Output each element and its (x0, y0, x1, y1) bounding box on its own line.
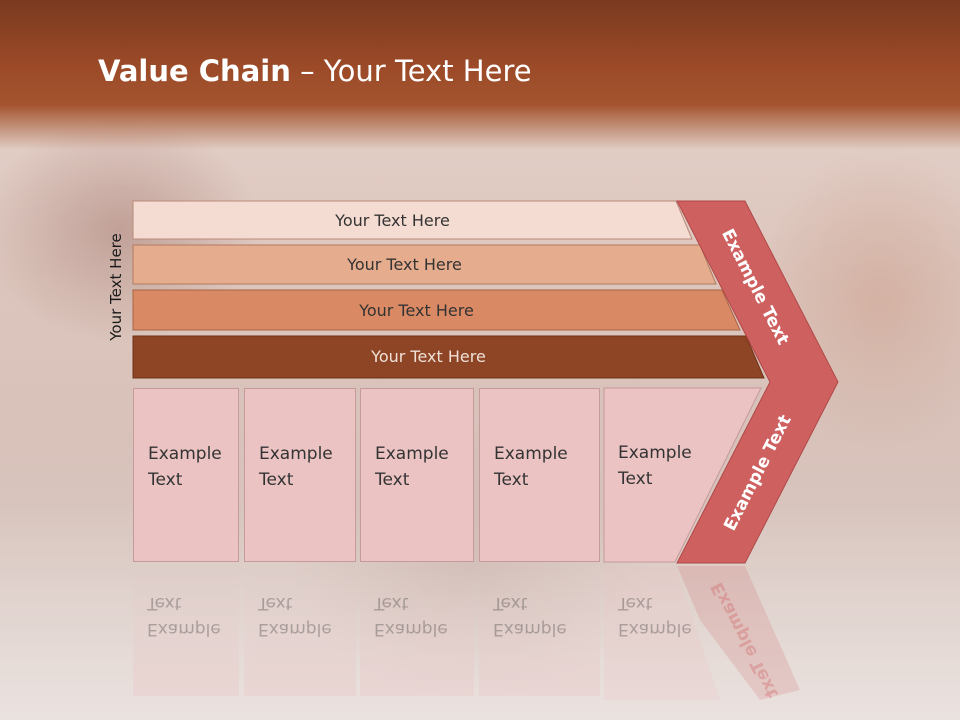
cell-2-line1: Example (259, 444, 333, 464)
title-bold: Value Chain (98, 54, 291, 88)
bar-3-label: Your Text Here (359, 300, 474, 320)
bar-shape-3 (132, 289, 741, 331)
cell-2-reflection: Example Text (244, 566, 356, 696)
cell-3-reflection: Example Text (360, 566, 474, 696)
cell-reflection-5 (604, 566, 720, 700)
bar-2: Your Text Here (133, 245, 716, 283)
bar-2-label: Your Text Here (347, 254, 462, 274)
cell-3-reflection-line2: Text (374, 593, 409, 613)
cell-5-line1: Example (618, 443, 692, 463)
page-title: Value Chain – Your Text Here (98, 54, 532, 88)
cell-3-line2: Text (375, 470, 410, 490)
cell-5-reflection: Example Text (604, 566, 704, 696)
cell-5-reflection-line1: Example (618, 619, 692, 639)
cell-5-line2: Text (618, 469, 653, 489)
cell-2-reflection-line1: Example (258, 619, 332, 639)
bar-1-label: Your Text Here (335, 210, 450, 230)
cell-4-reflection-line2: Text (493, 593, 528, 613)
bar-shape-4 (132, 335, 765, 379)
cell-1-reflection-line1: Example (147, 619, 221, 639)
cell-2-reflection-line2: Text (258, 593, 293, 613)
cell-1-line2: Text (148, 470, 183, 490)
cell-4-line2: Text (494, 470, 529, 490)
header-band (0, 0, 960, 150)
cell-1-reflection: Example Text (133, 566, 239, 696)
bar-shape-2 (132, 244, 717, 285)
bar-4: Your Text Here (133, 337, 764, 375)
cell-4-reflection: Example Text (479, 566, 600, 696)
title-rest: – Your Text Here (290, 54, 532, 88)
cell-3-line1: Example (375, 444, 449, 464)
cell-1-line1: Example (148, 444, 222, 464)
chevron-shape (676, 200, 839, 564)
cell-1-reflection-line2: Text (147, 593, 182, 613)
bar-shape-1 (132, 200, 693, 240)
cell-5-reflection-line2: Text (618, 593, 653, 613)
cell-2-line2: Text (259, 470, 294, 490)
cell-4-line1: Example (494, 444, 568, 464)
cell-4-reflection-line1: Example (493, 619, 567, 639)
cell-shape-5 (603, 387, 762, 563)
bar-1: Your Text Here (133, 201, 692, 239)
chevron-reflection (677, 566, 800, 700)
bar-3: Your Text Here (133, 291, 740, 329)
cell-3-reflection-line1: Example (374, 619, 448, 639)
bar-4-label: Your Text Here (371, 346, 486, 366)
